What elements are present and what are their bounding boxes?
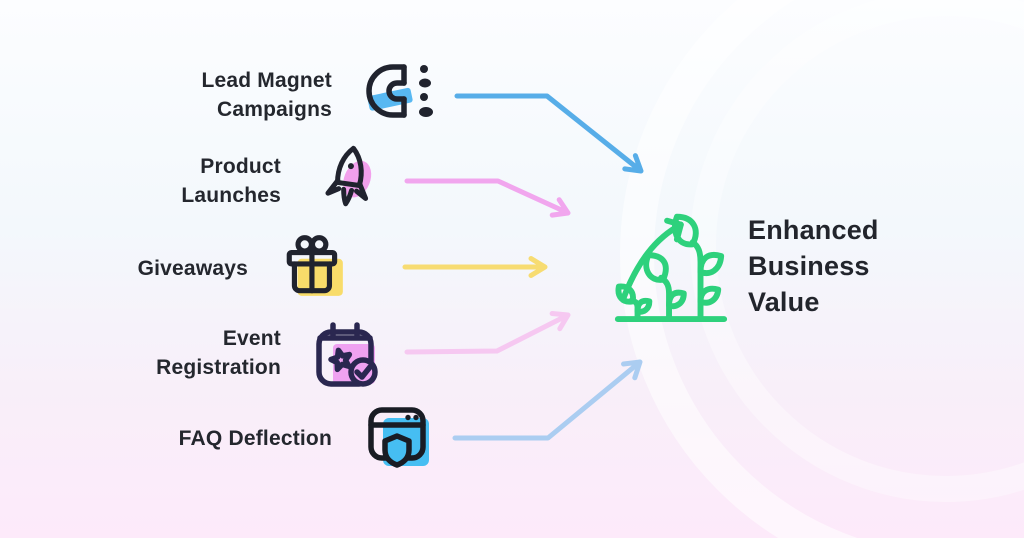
label-lead-magnet-campaigns: Lead Magnet Campaigns bbox=[201, 69, 332, 121]
label-giveaways: Giveaways bbox=[137, 257, 248, 280]
growth-plant-icon bbox=[614, 213, 728, 323]
arrow-product-launches bbox=[404, 178, 571, 218]
magnet-icon bbox=[366, 64, 433, 118]
label-event-registration: Event Registration bbox=[156, 327, 281, 379]
arrow-faq-deflection bbox=[452, 359, 643, 441]
arrow-lead-magnet bbox=[454, 93, 644, 174]
arrow-event-registration bbox=[404, 311, 571, 355]
calendar-check-icon bbox=[316, 322, 378, 387]
arrow-giveaways bbox=[402, 256, 548, 278]
browser-shield-icon bbox=[368, 407, 429, 468]
label-faq-deflection: FAQ Deflection bbox=[178, 427, 332, 450]
gift-icon bbox=[286, 235, 343, 296]
rocket-icon bbox=[325, 145, 372, 207]
label-enhanced-business-value: Enhanced Business Value bbox=[748, 215, 879, 317]
label-product-launches: Product Launches bbox=[181, 155, 281, 207]
